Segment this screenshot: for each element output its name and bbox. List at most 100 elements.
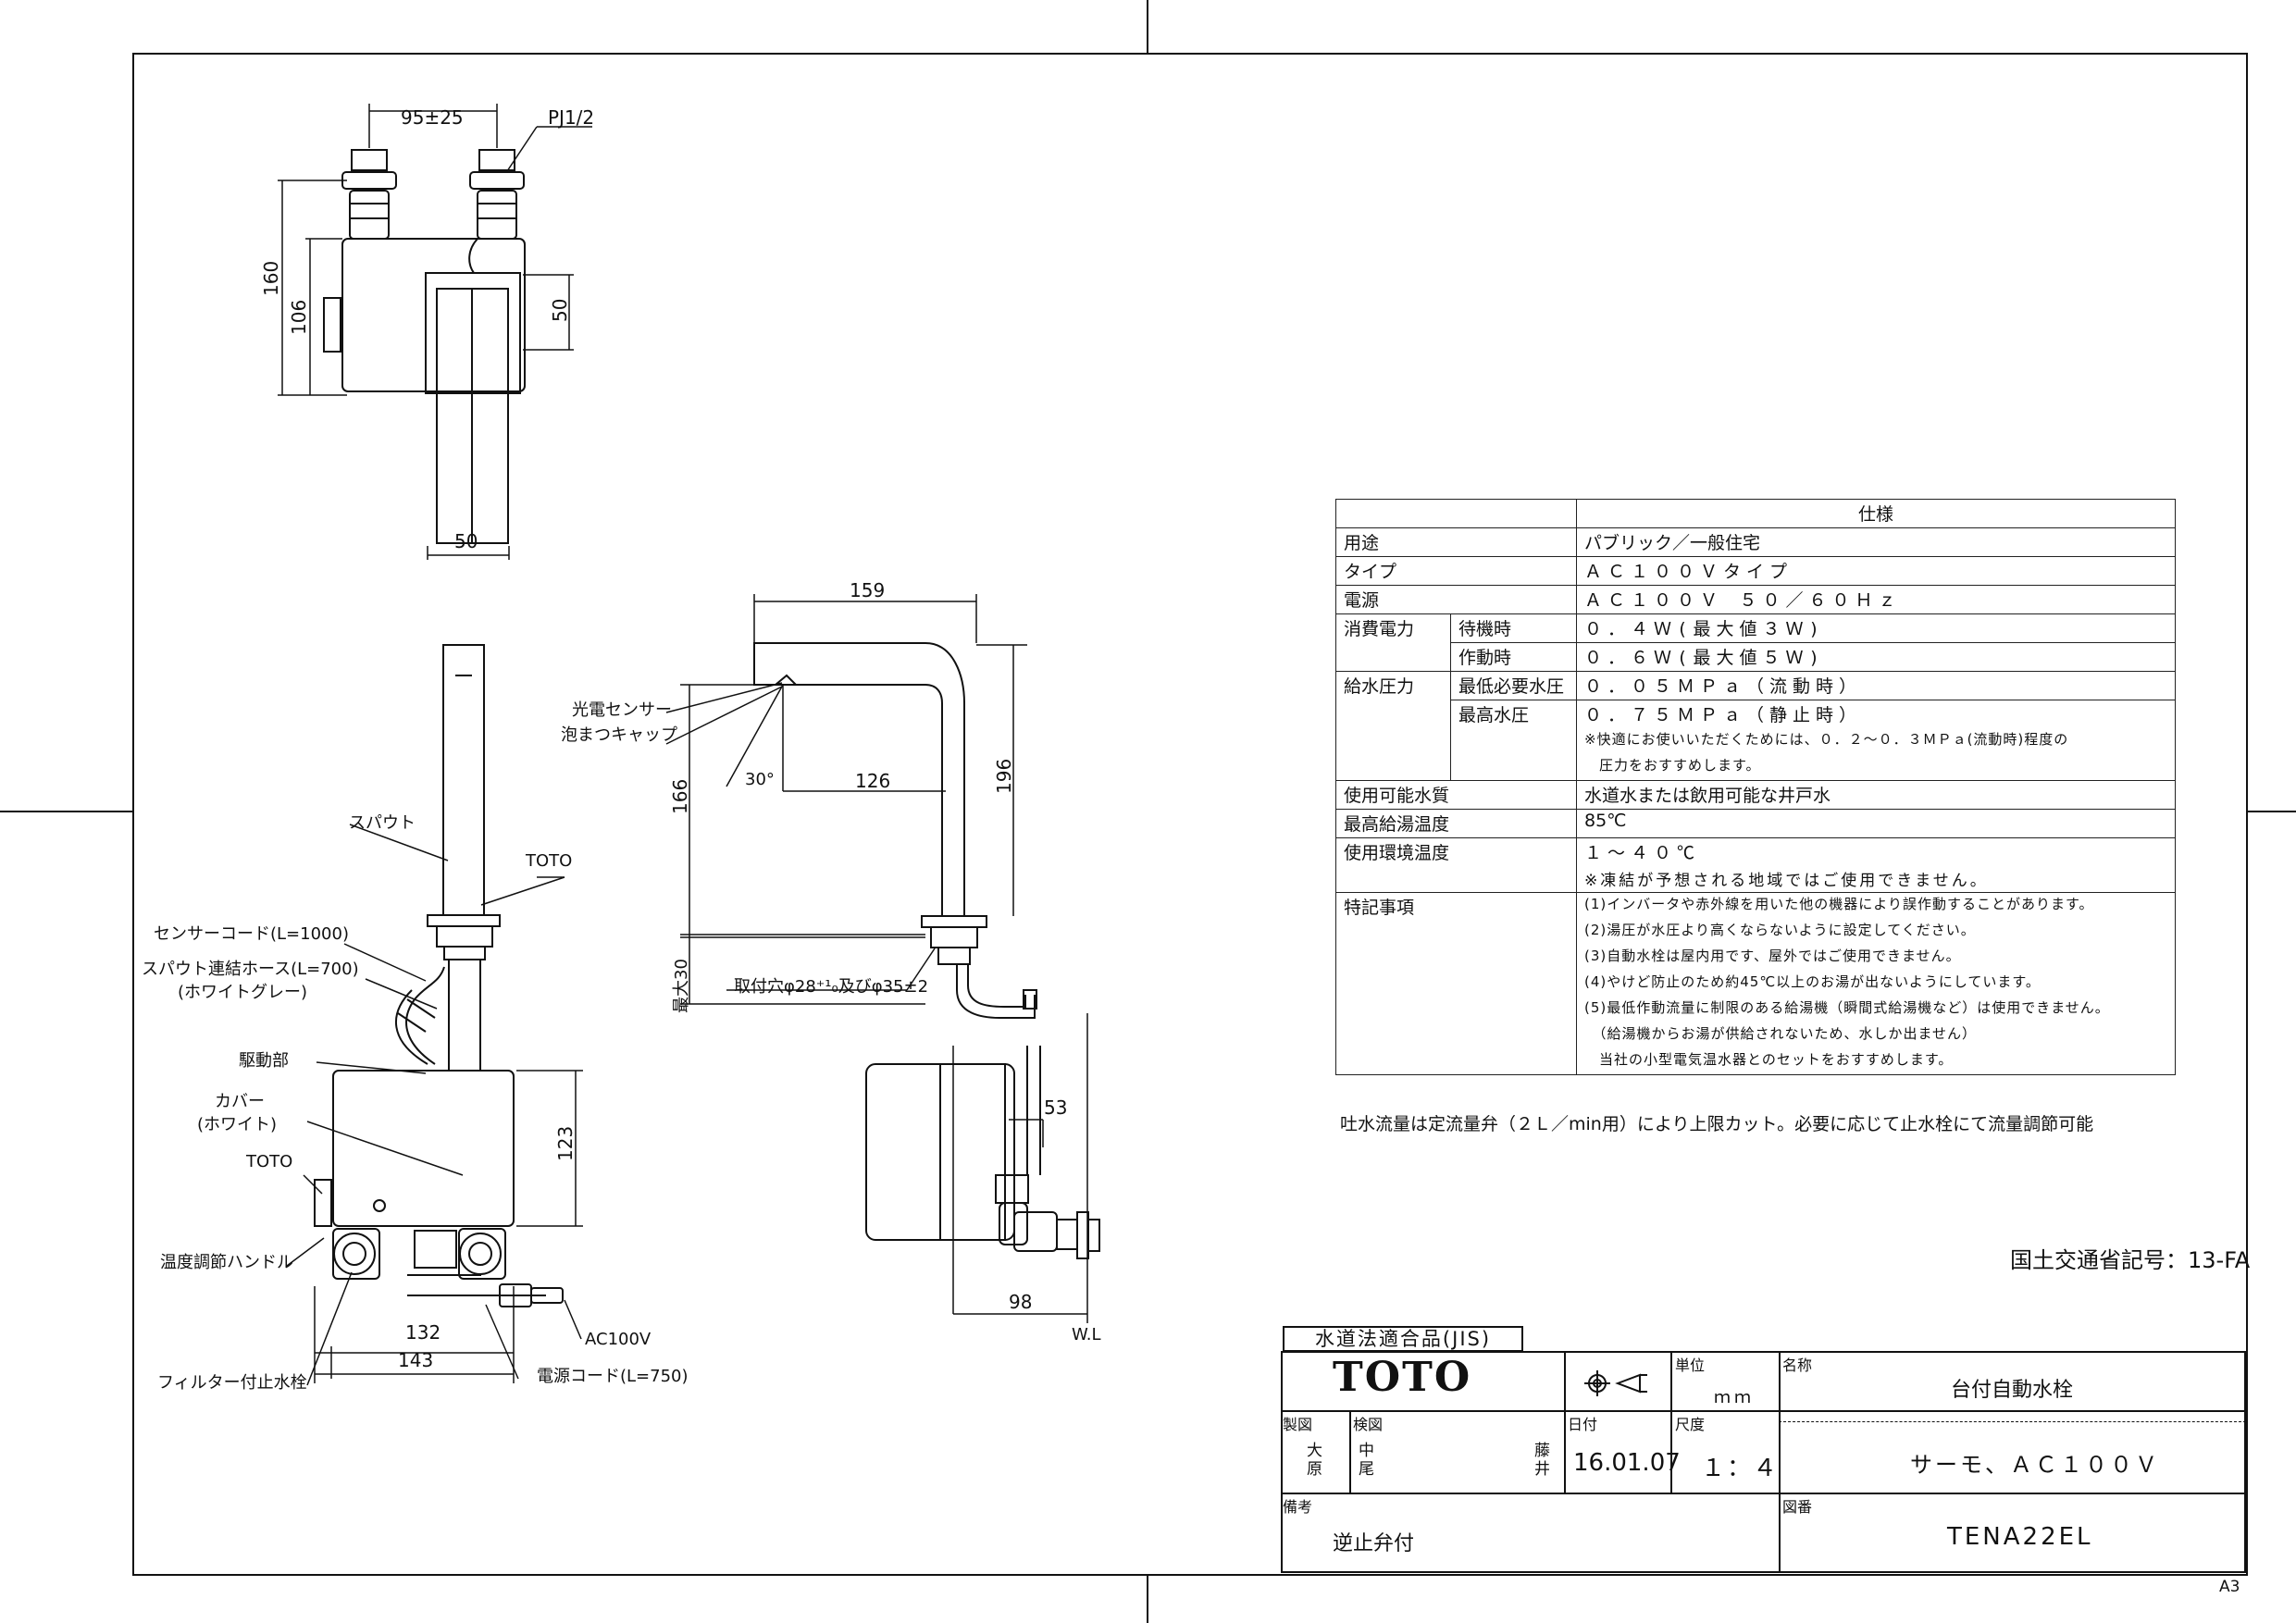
label-filter-valve: フィルター付止水栓 (157, 1373, 307, 1393)
dim-126: 126 (855, 770, 890, 792)
dim-123: 123 (554, 1126, 577, 1161)
remarks-label: 備考 (1283, 1498, 1313, 1516)
drawn-label: 製図 (1283, 1416, 1313, 1433)
jis-badge: 水道法適合品(JIS) (1283, 1326, 1523, 1352)
tb-line (1281, 1410, 2246, 1412)
drawing-no: TENA22EL (1947, 1523, 2093, 1551)
date-label: 日付 (1568, 1416, 1598, 1433)
label-photo-sensor: 光電センサー (572, 700, 672, 720)
drawn-by: 大原 (1307, 1442, 1322, 1479)
spec-header: 仕様 (1576, 499, 2176, 528)
dim-98: 98 (1009, 1291, 1032, 1313)
spec-note: (3)自動水栓は屋内用です、屋外ではご使用できません。 (1576, 945, 2176, 971)
dim-143: 143 (398, 1349, 433, 1371)
center-mark-right (2246, 811, 2296, 812)
spec-note: ※快適にお使いいただくためには、０．２～０．３ＭＰａ(流動時)程度の (1576, 728, 2176, 754)
technical-drawing: 95±25 PJ1/2 160 106 50 50 スパウト TOTO センサー… (142, 104, 1100, 1393)
tb-line (1779, 1421, 2246, 1422)
dim-166: 166 (669, 779, 691, 814)
tb-line (1779, 1351, 1781, 1573)
dim-196: 196 (993, 759, 1015, 794)
label-ac100v: AC100V (585, 1330, 652, 1349)
product-name: 台付自動水栓 (1951, 1379, 2074, 1402)
checked-label: 検図 (1353, 1416, 1384, 1433)
spec-label: 使用可能水質 (1335, 780, 1577, 810)
dim-50-vertical: 50 (549, 299, 571, 322)
dim-50-horizontal: 50 (454, 530, 478, 552)
toto-logo: TOTO (1333, 1354, 1472, 1401)
spec-sublabel: 待機時 (1450, 613, 1577, 643)
unit-value: ｍｍ (1714, 1388, 1755, 1407)
dim-angle-30: 30° (745, 770, 775, 789)
spec-value: ０．４Ｗ(最大値３Ｗ) (1576, 613, 2176, 643)
spec-label: 電源 (1335, 585, 1577, 614)
spec-note: (2)湯圧が水圧より高くならないように設定してください。 (1576, 919, 2176, 945)
spec-note: 圧力をおすすめします。 (1576, 754, 2176, 781)
drawing-border (132, 53, 2248, 1576)
remarks-value: 逆止弁付 (1333, 1532, 1415, 1555)
side-view (753, 642, 1100, 1259)
dim-132: 132 (405, 1321, 441, 1344)
spec-value: 水道水または飲用可能な井戸水 (1576, 780, 2176, 810)
dim-53: 53 (1044, 1096, 1067, 1119)
dim-159: 159 (850, 579, 885, 601)
dim-106: 106 (288, 300, 310, 335)
tb-line (1670, 1351, 1672, 1494)
label-hose-color: (ホワイトグレー) (178, 983, 307, 1002)
projection-symbol-icon (1584, 1370, 1647, 1396)
label-sensor-cord: センサーコード(L=1000) (154, 924, 349, 944)
spec-value: １～４０℃ (1576, 837, 2176, 866)
spec-label: 消費電力 (1335, 613, 1451, 672)
name-label: 名称 (1782, 1357, 1813, 1374)
label-aerator-cap: 泡まつキャップ (561, 725, 677, 745)
spec-note: (4)やけど防止のため約45℃以上のお湯が出ないようにしています。 (1576, 971, 2176, 997)
spec-sublabel: 作動時 (1450, 642, 1577, 672)
label-power-cord: 電源コード(L=750) (537, 1367, 689, 1386)
tb-line (1281, 1493, 2246, 1494)
front-view (314, 644, 564, 1307)
dim-thread: PJ1/2 (548, 106, 594, 129)
dim-top-width: 95±25 (401, 106, 464, 129)
tb-line (1564, 1351, 1566, 1494)
label-cover-color: (ホワイト) (197, 1115, 277, 1134)
center-mark-bottom (1147, 1574, 1148, 1623)
checked-by-2: 藤井 (1534, 1442, 1550, 1479)
spec-label: 用途 (1335, 527, 1577, 557)
spec-value: ０．７５ＭＰａ（静止時） (1576, 700, 2176, 728)
spec-note: 当社の小型電気温水器とのセットをおすすめします。 (1576, 1048, 2176, 1075)
top-view (323, 149, 526, 544)
drawing-no-label: 図番 (1782, 1498, 1813, 1516)
checked-by-1: 中尾 (1359, 1442, 1374, 1479)
center-mark-top (1147, 0, 1148, 53)
spec-label: 使用環境温度 (1335, 837, 1577, 893)
label-toto-mark-1: TOTO (525, 851, 572, 871)
flow-note: 吐水流量は定流量弁（２Ｌ／min用）により上限カット。必要に応じて止水栓にて流量… (1340, 1114, 2094, 1134)
label-spout-hose: スパウト連結ホース(L=700) (142, 960, 359, 979)
spec-value: ＡＣ１００Ｖ ５０／６０Ｈｚ (1576, 585, 2176, 614)
label-toto-mark-2: TOTO (245, 1152, 292, 1171)
scale-label: 尺度 (1675, 1416, 1706, 1433)
scale-value: １：４ (1701, 1455, 1780, 1482)
label-temp-handle: 温度調節ハンドル (160, 1253, 293, 1272)
label-cover: カバー (215, 1092, 265, 1111)
spec-label: 最高給湯温度 (1335, 809, 1577, 838)
label-mount-hole: 取付穴φ28⁺¹₀及びφ35±2 (734, 977, 928, 997)
dim-160: 160 (260, 261, 282, 296)
spec-label: 特記事項 (1335, 892, 1577, 1075)
spec-value: パブリック／一般住宅 (1576, 527, 2176, 557)
date-value: 16.01.07 (1573, 1449, 1681, 1477)
unit-label: 単位 (1675, 1357, 1706, 1374)
spec-label: 給水圧力 (1335, 671, 1451, 781)
label-water-line: W.L (1072, 1325, 1100, 1344)
paper-size: A3 (2219, 1578, 2240, 1596)
spec-note: (5)最低作動流量に制限のある給湯機（瞬間式給湯機など）は使用できません。 (1576, 997, 2176, 1022)
tb-line (1349, 1410, 1351, 1493)
spec-header-blank (1335, 499, 1577, 528)
spec-note: ※凍結が予想される地域ではご使用できません。 (1576, 866, 2176, 893)
spec-sublabel: 最低必要水圧 (1450, 671, 1577, 700)
label-drive-unit: 駆動部 (239, 1051, 289, 1071)
label-spout: スパウト (349, 813, 416, 833)
dim-max-30: 最大30 (672, 959, 691, 1013)
spec-value: ０．０５ＭＰａ（流動時） (1576, 671, 2176, 700)
